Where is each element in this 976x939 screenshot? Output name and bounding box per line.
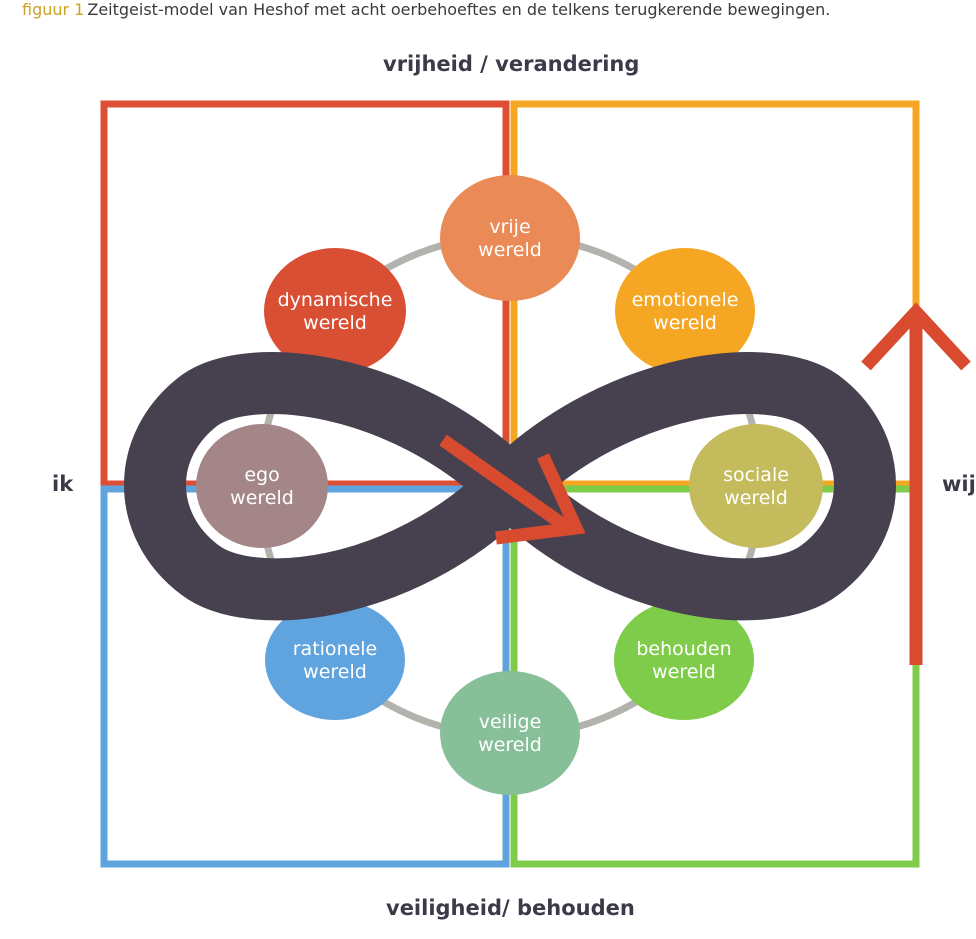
world-node-vrije-line2: wereld xyxy=(478,239,542,261)
axis-left-label: ik xyxy=(52,472,74,496)
world-node-emotionele-circle xyxy=(615,248,755,374)
world-node-vrije-line1: vrije xyxy=(489,216,530,238)
world-node-ego-line1: ego xyxy=(244,464,279,486)
caption-prefix: figuur 1 xyxy=(22,0,85,19)
world-node-ego-line2: wereld xyxy=(230,487,294,509)
world-node-sociale-circle xyxy=(689,424,823,548)
world-node-veilige-line1: veilige xyxy=(479,711,542,733)
axis-bottom-label: veiligheid/ behouden xyxy=(386,896,635,920)
world-node-dynamische-circle xyxy=(264,248,406,374)
world-node-emotionele-line2: wereld xyxy=(653,312,717,334)
world-node-behouden-circle xyxy=(614,600,754,720)
vertical-arrow-head xyxy=(861,302,971,371)
world-node-veilige-line2: wereld xyxy=(478,734,542,756)
diagonal-arrow-shaft xyxy=(439,434,572,534)
world-node-rationele-line2: wereld xyxy=(303,661,367,683)
world-node-veilige-circle xyxy=(440,671,580,795)
world-node-behouden-line2: wereld xyxy=(652,661,716,683)
caption-text: Zeitgeist-model van Heshof met acht oerb… xyxy=(87,0,831,19)
world-node-sociale-line2: wereld xyxy=(724,487,788,509)
world-node-vrije-circle xyxy=(440,175,580,301)
diagonal-arrow-head xyxy=(495,453,586,545)
vertical-arrow xyxy=(861,302,971,665)
world-node-rationele-line1: rationele xyxy=(293,638,378,660)
world-node-dynamische-line2: wereld xyxy=(303,312,367,334)
diagonal-arrow xyxy=(439,434,586,545)
world-node-rationele-circle xyxy=(265,600,405,720)
world-node-behouden-line1: behouden xyxy=(636,638,731,660)
world-node-dynamische-line1: dynamische xyxy=(278,289,393,311)
world-node-sociale-line1: sociale xyxy=(723,464,789,486)
world-node-ego-circle xyxy=(196,424,328,548)
world-node-emotionele-line1: emotionele xyxy=(632,289,739,311)
world-nodes: vrijewereldemotionelewereldsocialewereld… xyxy=(196,175,823,795)
axis-right-label: wij xyxy=(942,472,976,496)
axis-top-label: vrijheid / verandering xyxy=(383,52,640,76)
